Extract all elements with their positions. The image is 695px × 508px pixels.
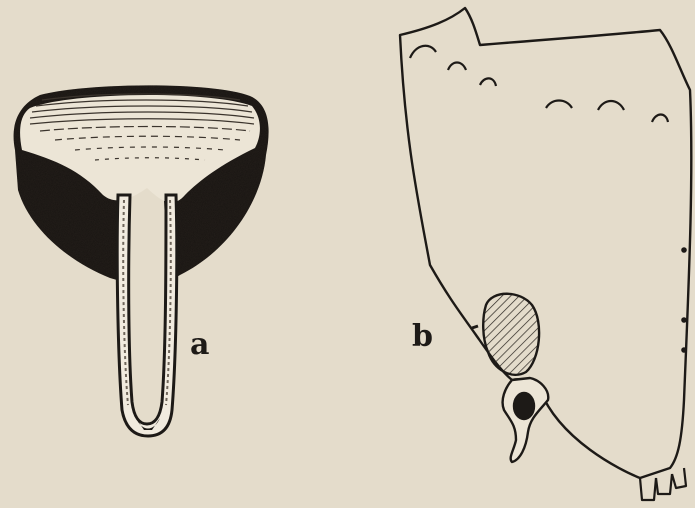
dark-spot <box>514 393 534 419</box>
bottom-teeth <box>640 468 686 500</box>
panel-b-drawing <box>400 8 691 500</box>
panel-a-drawing <box>14 85 269 436</box>
panel-label-a: a <box>190 330 209 360</box>
specimen-outline <box>400 8 691 478</box>
scallop-marks <box>410 46 668 122</box>
panel-label-b: b <box>412 322 433 352</box>
funnel-stem <box>117 195 177 436</box>
hatched-organ <box>483 294 539 375</box>
